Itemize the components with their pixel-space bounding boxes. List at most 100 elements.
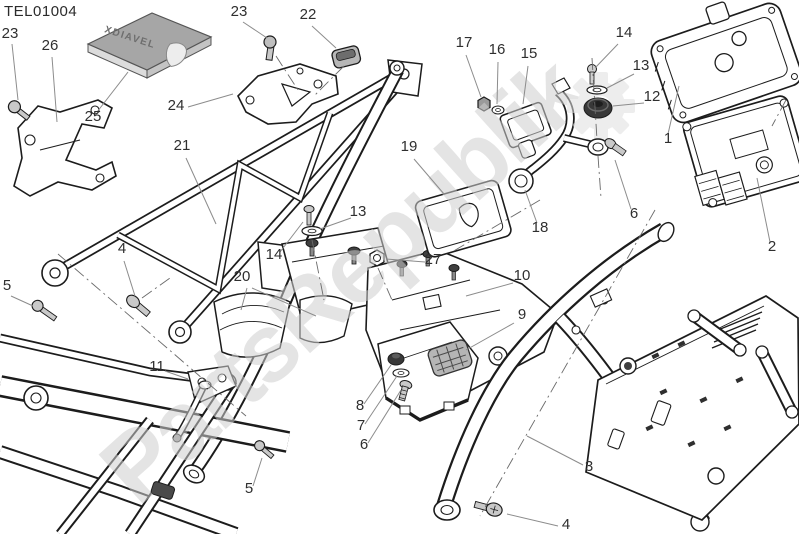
callout-leader-23 (242, 21, 268, 39)
callout-leader-12 (612, 102, 645, 107)
callout-leader-5 (10, 295, 34, 307)
callout-label-11: 11 (149, 358, 165, 375)
part-nut-17 (477, 96, 491, 112)
callout-label-14: 14 (616, 24, 633, 41)
callout-leader-22 (311, 25, 337, 49)
callout-label-13: 13 (350, 203, 367, 220)
callout-leader-24 (187, 93, 234, 108)
part-heat-pads (213, 292, 353, 358)
callout-leader-19 (413, 158, 445, 195)
callout-label-17: 17 (456, 34, 473, 51)
callout-leader-23 (11, 43, 19, 101)
part-washer-7 (392, 368, 410, 378)
callout-leader-6 (367, 389, 402, 444)
callout-leader-17 (465, 54, 482, 98)
callout-leader-8 (363, 364, 392, 405)
callout-label-14: 14 (266, 246, 283, 263)
part-rubber-pad-9 (427, 339, 473, 377)
part-ecu-cover (650, 1, 799, 124)
callout-leader-20 (251, 287, 317, 317)
callout-leader-4 (123, 260, 136, 297)
callout-leader-25 (96, 71, 129, 113)
callout-leader-3 (526, 435, 584, 466)
part-bracket-26 (13, 99, 117, 197)
callout-label-20: 20 (234, 268, 251, 285)
callout-label-5: 5 (245, 480, 253, 497)
callout-label-15: 15 (521, 45, 538, 62)
callout-label-12: 12 (644, 88, 661, 105)
part-washer-13-center (301, 225, 323, 237)
part-screw-6-bottom (398, 380, 413, 402)
bolt-4-bottom (473, 500, 503, 517)
callout-leader-7 (364, 375, 398, 425)
callout-label-24: 24 (168, 97, 185, 114)
part-nut-27 (369, 249, 385, 267)
ducati-shield-icon (165, 42, 188, 67)
callout-leader-14 (279, 221, 304, 253)
part-swingarm-frame (0, 333, 291, 534)
screw-5-bottom (254, 440, 275, 460)
callout-label-10: 10 (514, 267, 531, 284)
callout-label-7: 7 (357, 417, 365, 434)
callout-label-2: 2 (768, 238, 776, 255)
part-washer-16 (491, 105, 505, 115)
callout-leader-13 (319, 217, 352, 230)
callout-leader-1 (667, 85, 680, 135)
part-eyelet-ring (587, 138, 609, 156)
bolt-23-left (7, 100, 31, 121)
callout-label-27: 27 (425, 251, 442, 268)
callout-label-21: 21 (174, 137, 191, 154)
callout-label-23: 23 (231, 3, 248, 20)
part-heat-shield-stay (172, 380, 212, 443)
callout-leader-18 (524, 189, 538, 224)
part-ecu (682, 95, 799, 208)
callout-leader-5 (252, 457, 263, 487)
part-sensor-15 (499, 101, 552, 159)
callout-label-5: 5 (3, 277, 11, 294)
callout-leader-27 (385, 258, 426, 263)
callout-leader-4 (506, 513, 559, 527)
callout-label-16: 16 (489, 41, 506, 58)
callout-label-3: 3 (585, 458, 593, 475)
part-electrical-holder-plate (585, 295, 799, 522)
callout-leader-6 (614, 159, 632, 210)
callout-leader-26 (51, 56, 58, 123)
callout-leader-2 (756, 177, 771, 243)
diagram-code: TEL01004 (4, 3, 77, 20)
callout-leader-9 (465, 322, 515, 351)
part-center-rail (182, 60, 405, 484)
callout-label-23: 23 (2, 25, 19, 42)
callout-leader-14 (594, 43, 619, 69)
callout-leader-20 (240, 287, 248, 311)
part-bracket-24 (237, 63, 339, 125)
part-screw-14-right (587, 64, 597, 85)
callout-leader-11 (164, 370, 189, 380)
callout-leader-13 (606, 73, 635, 89)
callout-label-1: 1 (664, 130, 672, 147)
part-washer-13-right (586, 85, 608, 95)
callout-label-19: 19 (401, 138, 418, 155)
part-screw-6-right (604, 138, 627, 157)
harness-clips (645, 340, 744, 448)
callout-label-26: 26 (42, 37, 59, 54)
callout-label-25: 25 (85, 108, 102, 125)
callout-label-4: 4 (562, 516, 570, 533)
callout-label-8: 8 (356, 397, 364, 414)
phantom-lines (57, 55, 787, 517)
callout-label-4: 4 (118, 240, 126, 257)
callout-label-18: 18 (532, 219, 549, 236)
callout-leader-21 (185, 157, 217, 225)
callout-leader-15 (522, 65, 529, 105)
bolt-4-left (126, 294, 151, 318)
callout-label-9: 9 (518, 306, 526, 323)
part-screw-14-center (303, 205, 315, 226)
callout-label-22: 22 (300, 6, 317, 23)
part-vibration-damper-12 (583, 97, 613, 119)
callout-label-6: 6 (360, 436, 368, 453)
bolt-23-top (263, 35, 277, 61)
callout-label-6: 6 (630, 205, 638, 222)
callout-leader-16 (496, 61, 499, 105)
